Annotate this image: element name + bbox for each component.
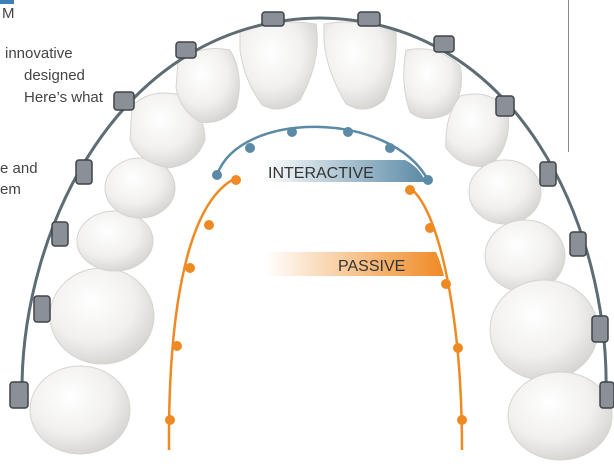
passive-point (231, 175, 241, 185)
passive-point (204, 220, 214, 230)
tooth-left-molar-3 (30, 366, 130, 454)
tooth-left-premolar-2 (77, 211, 153, 271)
interactive-point (212, 170, 222, 180)
bracket-icon (114, 92, 134, 110)
bracket-icon (176, 42, 196, 58)
interactive-point (385, 143, 395, 153)
bracket-icon (358, 12, 380, 26)
passive-point (457, 415, 467, 425)
passive-point (441, 279, 451, 289)
passive-arc (169, 178, 462, 450)
passive-label: PASSIVE (338, 258, 405, 275)
bracket-icon (496, 96, 514, 116)
passive-points (165, 175, 467, 425)
bracket-icon (76, 160, 92, 184)
tooth-right-premolar-1 (469, 160, 541, 224)
bracket-icon (262, 12, 284, 26)
passive-point (405, 185, 415, 195)
tooth-right-central (324, 22, 396, 109)
passive-point (185, 263, 195, 273)
bracket-icon (570, 232, 586, 256)
tooth-right-molar-3 (508, 372, 612, 460)
bracket-icon (434, 36, 454, 52)
passive-point (453, 343, 463, 353)
bracket-icon (10, 382, 28, 408)
bracket-icon (34, 296, 50, 322)
tooth-left-molar-2 (50, 268, 154, 364)
tooth-left-central (240, 22, 317, 109)
interactive-point (343, 127, 353, 137)
bracket-icon (592, 316, 608, 342)
passive-point (425, 223, 435, 233)
bracket-icon (52, 222, 68, 246)
passive-point (172, 341, 182, 351)
interactive-label: INTERACTIVE (268, 165, 374, 182)
interactive-point (245, 143, 255, 153)
interactive-point (287, 127, 297, 137)
bracket-icon (540, 162, 556, 186)
tooth-right-molar-2 (490, 280, 598, 380)
passive-point (165, 415, 175, 425)
teeth-group (30, 22, 612, 460)
bracket-icon (600, 382, 614, 408)
